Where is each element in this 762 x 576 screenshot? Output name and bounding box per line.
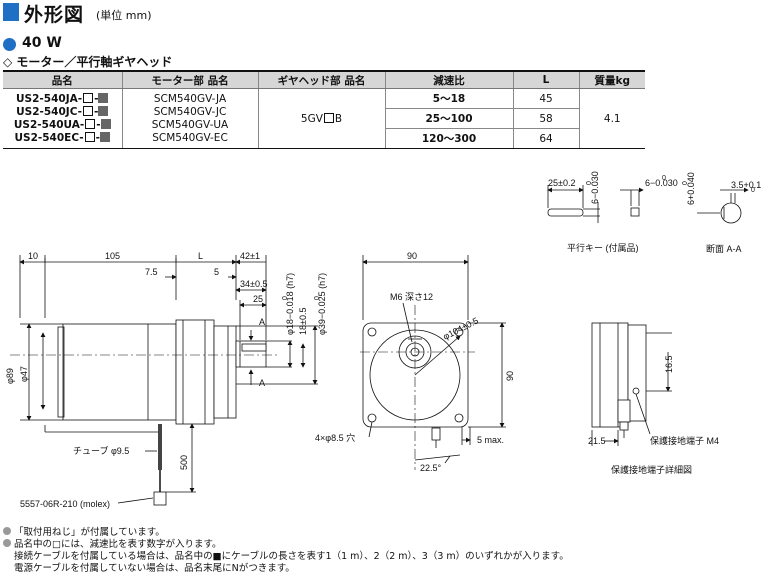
tube-label: チューブ φ9.5 <box>73 445 129 456</box>
l-2: 58 <box>512 108 579 129</box>
tap-label: M6 深さ12 <box>390 292 433 302</box>
notes: 「取付用ねじ」が付属しています。 品名中の□には、減速比を表す数字が入ります。 … <box>3 527 569 575</box>
bullet-icon <box>3 38 16 51</box>
title-marker <box>3 3 19 21</box>
unit-note: (単位 mm) <box>96 9 152 22</box>
section-label: 断面 A-A <box>706 243 742 254</box>
angle-label: 22.5° <box>420 463 442 473</box>
th-mass: 質量kg <box>578 70 645 89</box>
dim-l: L <box>198 251 203 261</box>
dim-18: 18±0.5 <box>298 308 308 335</box>
dim-pilot-upper: 0 <box>314 296 321 300</box>
dim-7-5: 7.5 <box>145 267 158 277</box>
dim-front-height: 90 <box>505 371 515 381</box>
th-ratio: 減速比 <box>384 70 513 89</box>
ratio-3: 120～300 <box>384 128 513 149</box>
note-1: 「取付用ねじ」が付属しています。 <box>3 527 569 539</box>
key-height-2: 6+0.040 <box>686 172 696 205</box>
l-3: 64 <box>512 128 579 149</box>
key-width-top: 0 <box>586 181 593 185</box>
dim-21-5: 21.5 <box>588 436 606 446</box>
key-label: 平行キー (付属品) <box>567 242 639 253</box>
ground-detail-label: 保護接地端子詳細図 <box>611 464 692 475</box>
dim-lead: 500 <box>179 455 189 470</box>
dim-42: 42±1 <box>240 251 260 261</box>
holes-label: 4×φ8.5 穴 <box>315 432 355 443</box>
key-height-2-low: 0 <box>682 181 689 185</box>
th-name: 品名 <box>3 70 122 89</box>
note-2: 品名中の□には、減速比を表す数字が入ります。 <box>3 539 569 551</box>
key-width: 6−0.030 <box>590 171 600 204</box>
dim-pilot-dia: φ39−0.025 (h7) <box>317 273 327 335</box>
max-label: 5 max. <box>477 435 504 445</box>
note-3: 接続ケーブルを付属している場合は、品名中の■にケーブルの長さを表す1（1 m）、… <box>14 551 569 562</box>
dim-105: 105 <box>105 251 120 261</box>
dim-dia-89: φ89 <box>5 368 15 384</box>
spec-table: 品名 モーター部 品名 ギヤヘッド部 品名 減速比 L 質量kg US2-540… <box>3 70 645 149</box>
dim-dia-47: φ47 <box>19 366 29 382</box>
key-height: 6−0.030 <box>645 178 678 188</box>
ground-label: 保護接地端子 M4 <box>650 435 719 446</box>
dim-16-5: 16.5 <box>664 355 674 373</box>
connector-label: 5557-06R-210 (molex) <box>20 499 110 509</box>
note-4: 電源ケーブルを付属していない場合は、品名末尾にNがつきます。 <box>14 563 295 574</box>
note-bullet-icon <box>3 527 11 535</box>
section-mark-bottom: A <box>259 378 265 388</box>
section-subtitle: ◇ モーター／平行軸ギヤヘッド <box>3 55 173 69</box>
note-bullet-icon <box>3 539 11 547</box>
ratio-2: 25～100 <box>384 108 513 129</box>
mass-value: 4.1 <box>578 88 645 149</box>
page-title: 外形図 <box>24 4 85 26</box>
key-depth: 3.5+0.1 <box>731 180 761 190</box>
dim-34: 34±0.5 <box>240 279 267 289</box>
th-gear: ギヤヘッド部 品名 <box>257 70 385 89</box>
key-depth-low: 0 <box>751 187 755 194</box>
dim-5: 5 <box>214 267 219 277</box>
dim-front-width: 90 <box>407 251 417 261</box>
dim-10: 10 <box>28 251 38 261</box>
key-length: 25±0.2 <box>548 178 575 188</box>
section-mark-top: A <box>259 317 265 327</box>
key-height-top: 0 <box>662 175 666 182</box>
dim-25: 25 <box>253 294 263 304</box>
ratio-1: 5～18 <box>384 88 513 109</box>
dim-shaft-upper: 0 <box>282 296 289 300</box>
th-l: L <box>512 70 579 89</box>
th-motor: モーター部 品名 <box>121 70 258 89</box>
l-1: 45 <box>512 88 579 109</box>
power-rating: 40 W <box>22 35 62 51</box>
dim-shaft-dia: φ18−0.018 (h7) <box>285 273 295 335</box>
product-list: US2-540JA-- US2-540JC-- US2-540UA-- US2-… <box>3 88 122 149</box>
